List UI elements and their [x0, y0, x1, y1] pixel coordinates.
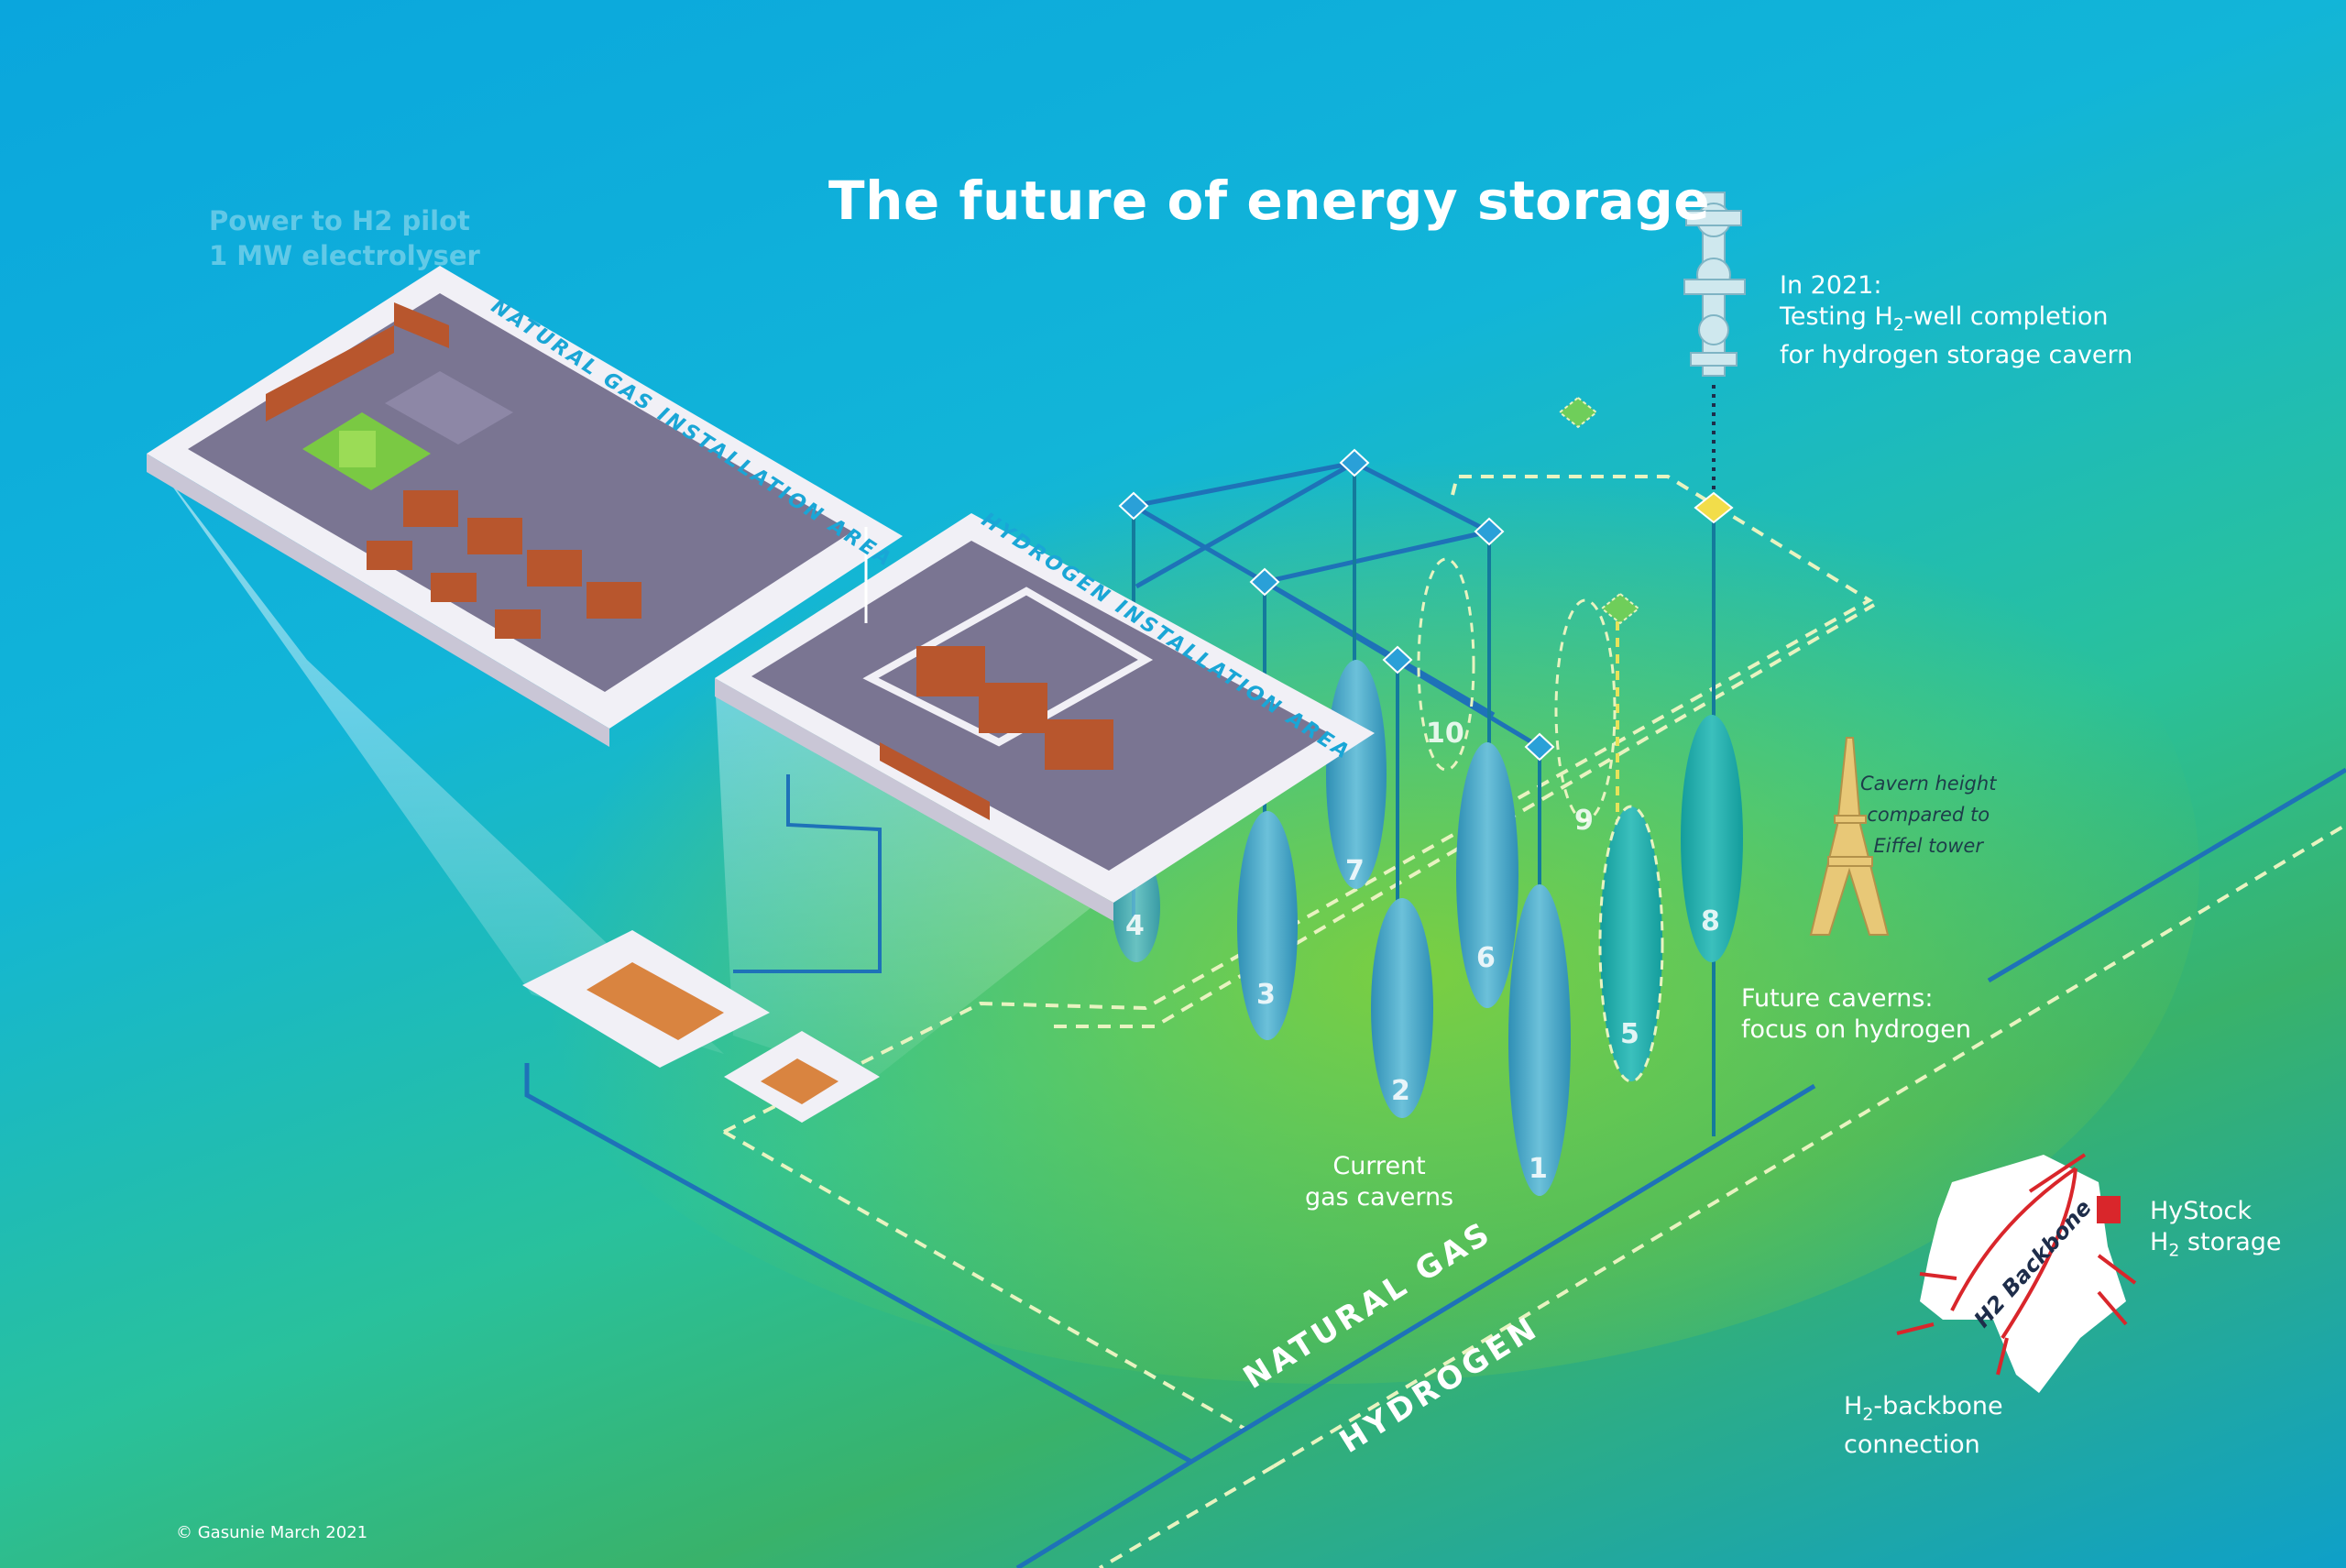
hystock-marker-icon [2097, 1196, 2121, 1223]
building [880, 646, 1113, 820]
hydrogen-pipeline [1098, 1464, 1276, 1568]
cavern-number: 8 [1701, 905, 1720, 938]
future-wellhead-icon [1558, 396, 1640, 625]
note-line: gas caverns [1305, 1183, 1454, 1212]
site-outline [1054, 603, 1876, 1028]
note-line: connection [1844, 1431, 1980, 1460]
cavern-number: 6 [1476, 942, 1496, 974]
note-line: Testing H2-well completion [1780, 302, 2109, 335]
eiffel-comparison-note: Cavern height compared to Eiffel tower [1860, 768, 1996, 861]
h2-wellhead-icon [1694, 491, 1734, 524]
electrolyser-pilot [302, 412, 431, 490]
note-line: for hydrogen storage cavern [1780, 341, 2133, 370]
cavern-5: 5 [1598, 805, 1664, 1083]
cavern-6: 6 [1456, 742, 1518, 1008]
note-line: H2-backbone [1844, 1392, 2003, 1425]
ghost-line: Power to H2 pilot [209, 205, 470, 236]
hystock-label: HyStock H2 storage [2150, 1196, 2282, 1266]
cavern-number: 9 [1574, 805, 1594, 837]
hydrogen-pipeline [1272, 823, 2346, 1468]
note-line: Cavern height [1860, 773, 1997, 795]
cavern-number: 1 [1529, 1153, 1548, 1185]
current-caverns-label: Current gas caverns [1305, 1151, 1453, 1213]
cavern-3: 3 [1237, 811, 1298, 1040]
cavern-number: 2 [1391, 1075, 1410, 1107]
backbone-line [1896, 1153, 2137, 1376]
note-line: focus on hydrogen [1741, 1015, 1971, 1044]
note-line: H2 storage [2150, 1228, 2282, 1261]
natural-gas-pipeline [1015, 1459, 1193, 1568]
netherlands-map: H2 Backbone [1896, 1153, 2137, 1393]
electrolyser-pilot-label: Power to H2 pilot 1 MW electrolyser [209, 203, 480, 273]
note-line: Current [1332, 1152, 1426, 1180]
light-beam [715, 678, 1109, 1081]
cavern-number: 7 [1345, 855, 1365, 887]
ghost-line: 1 MW electrolyser [209, 240, 480, 271]
cavern-number: 3 [1256, 979, 1276, 1011]
cavern-2: 2 [1371, 898, 1433, 1118]
note-line: Future caverns: [1741, 984, 1934, 1013]
well-completion-note: In 2021: Testing H2-well completion for … [1780, 270, 2132, 371]
cavern-number: 4 [1125, 910, 1145, 942]
note-line: In 2021: [1780, 271, 1882, 300]
cavern-7: 7 [1326, 660, 1387, 889]
wellhead-icon [1118, 448, 1555, 762]
note-line: Eiffel tower [1873, 835, 1983, 857]
note-line: HyStock [2150, 1197, 2253, 1225]
natural-gas-pipeline [1987, 767, 2346, 983]
future-caverns-label: Future caverns: focus on hydrogen [1741, 983, 1971, 1046]
eiffel-tower-icon [1809, 737, 1890, 936]
backbone-connection-label: H2-backbone connection [1844, 1391, 2003, 1461]
cavern-pipe-network [1132, 460, 1541, 750]
building [266, 302, 641, 639]
copyright: © Gasunie March 2021 [176, 1523, 368, 1542]
site-outline [723, 475, 1873, 1134]
note-line: compared to [1867, 804, 1990, 826]
small-platform [761, 1058, 839, 1104]
cavern-number: 10 [1426, 718, 1464, 750]
cavern-number: 5 [1620, 1018, 1639, 1050]
cavern-8: 8 [1681, 715, 1743, 962]
small-platform [586, 962, 724, 1040]
page-title: The future of energy storage [828, 170, 1711, 232]
connector-pipe [733, 774, 882, 973]
site-outline [723, 1130, 1247, 1431]
cavern-1: 1 [1508, 884, 1571, 1196]
well-completion-icon [1683, 192, 1746, 377]
cavern-9: 9 [1554, 598, 1617, 837]
cavern-10: 10 [1417, 557, 1475, 772]
natural-gas-pipeline [524, 1063, 1816, 1464]
